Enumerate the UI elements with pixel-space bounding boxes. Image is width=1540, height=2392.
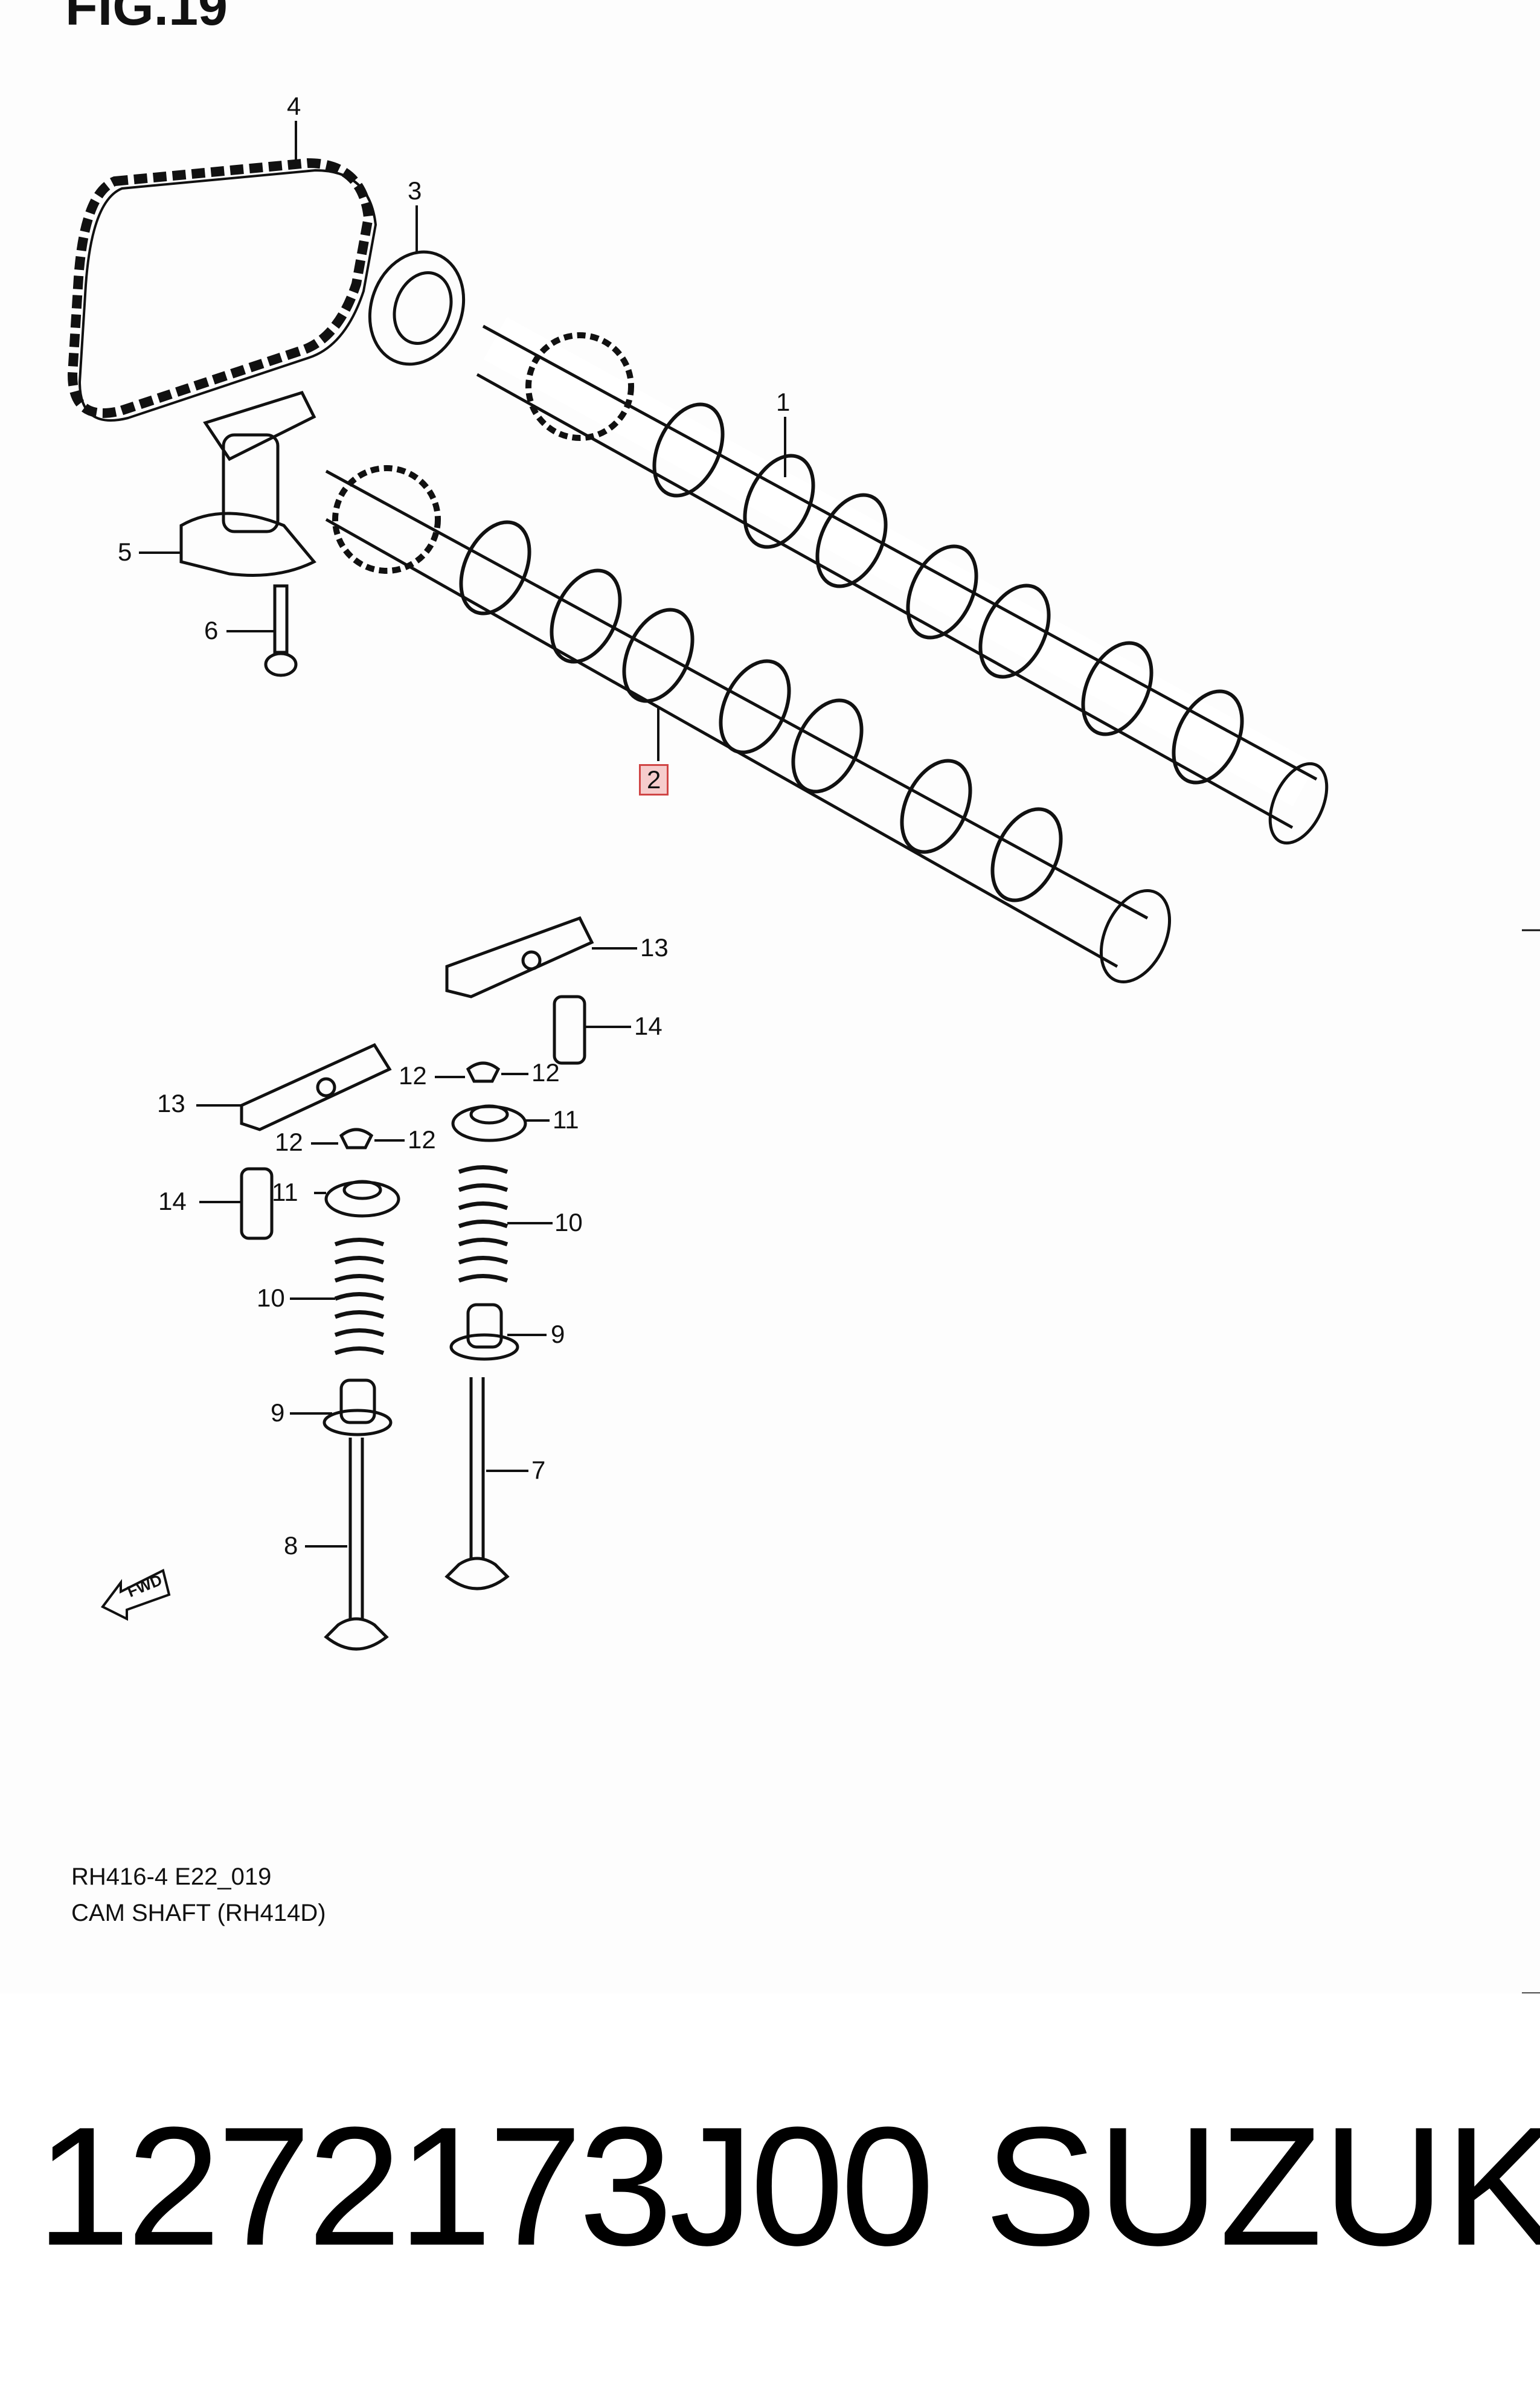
- lash-adjuster-upper: [553, 995, 631, 1065]
- oil-seal: [368, 205, 466, 366]
- callout-12: 12: [408, 1125, 436, 1154]
- callout-14: 14: [158, 1187, 187, 1215]
- valve-spring-lower: [290, 1238, 385, 1355]
- figure-label: FIG.19: [65, 0, 228, 36]
- rocker-arm-lower: [196, 1043, 392, 1131]
- callout-3: 3: [408, 176, 422, 205]
- timing-chain: [67, 121, 377, 422]
- callout-5: 5: [118, 538, 132, 566]
- valve-spring-upper: [458, 1165, 553, 1283]
- callout-8: 8: [284, 1531, 298, 1560]
- callout-2-highlighted: 2: [639, 764, 669, 796]
- valve-cotter-upper: [435, 1061, 528, 1083]
- valve-stem-seal-lower: [290, 1378, 393, 1436]
- callout-7: 7: [531, 1456, 546, 1484]
- callout-13: 13: [640, 933, 669, 962]
- bolt: [226, 584, 298, 677]
- callout-10: 10: [257, 1284, 285, 1312]
- callout-13: 13: [157, 1089, 185, 1117]
- lash-adjuster-lower: [199, 1167, 274, 1240]
- callout-11: 11: [553, 1105, 579, 1134]
- callout-9: 9: [271, 1398, 285, 1427]
- callout-6: 6: [204, 616, 219, 645]
- fwd-arrow: [100, 1569, 171, 1621]
- callout-12: 12: [531, 1058, 560, 1087]
- brand-name: SUZUKI: [984, 2092, 1540, 2281]
- valve-exhaust: [444, 1377, 528, 1590]
- spring-retainer-lower: [314, 1180, 400, 1218]
- parts-diagram: FIG.19 4 3 1 5 6 2 13 14 12 12 13 11 12 …: [65, 0, 1540, 1993]
- valve-intake: [305, 1438, 389, 1651]
- callout-12: 12: [399, 1061, 427, 1090]
- valve-cotter-lower: [311, 1128, 405, 1149]
- callout-1: 1: [776, 388, 791, 416]
- camshaft-2: [325, 465, 1172, 984]
- callout-14: 14: [634, 1012, 663, 1040]
- rocker-arm-upper: [445, 916, 637, 998]
- callout-4: 4: [287, 92, 301, 120]
- chain-guide: [139, 390, 316, 577]
- camshaft-1: [476, 317, 1329, 845]
- valve-stem-seal-upper: [449, 1303, 547, 1361]
- part-number: 1272173J00: [36, 2092, 935, 2281]
- diagram-title: CAM SHAFT (RH414D): [71, 1900, 326, 1926]
- callout-9: 9: [551, 1320, 565, 1348]
- callout-11: 11: [272, 1178, 298, 1206]
- callout-12: 12: [275, 1128, 303, 1156]
- exploded-view-art: [67, 121, 1540, 1993]
- spring-retainer-upper: [451, 1104, 550, 1142]
- callout-10: 10: [554, 1208, 583, 1236]
- diagram-code: RH416-4 E22_019: [71, 1863, 272, 1890]
